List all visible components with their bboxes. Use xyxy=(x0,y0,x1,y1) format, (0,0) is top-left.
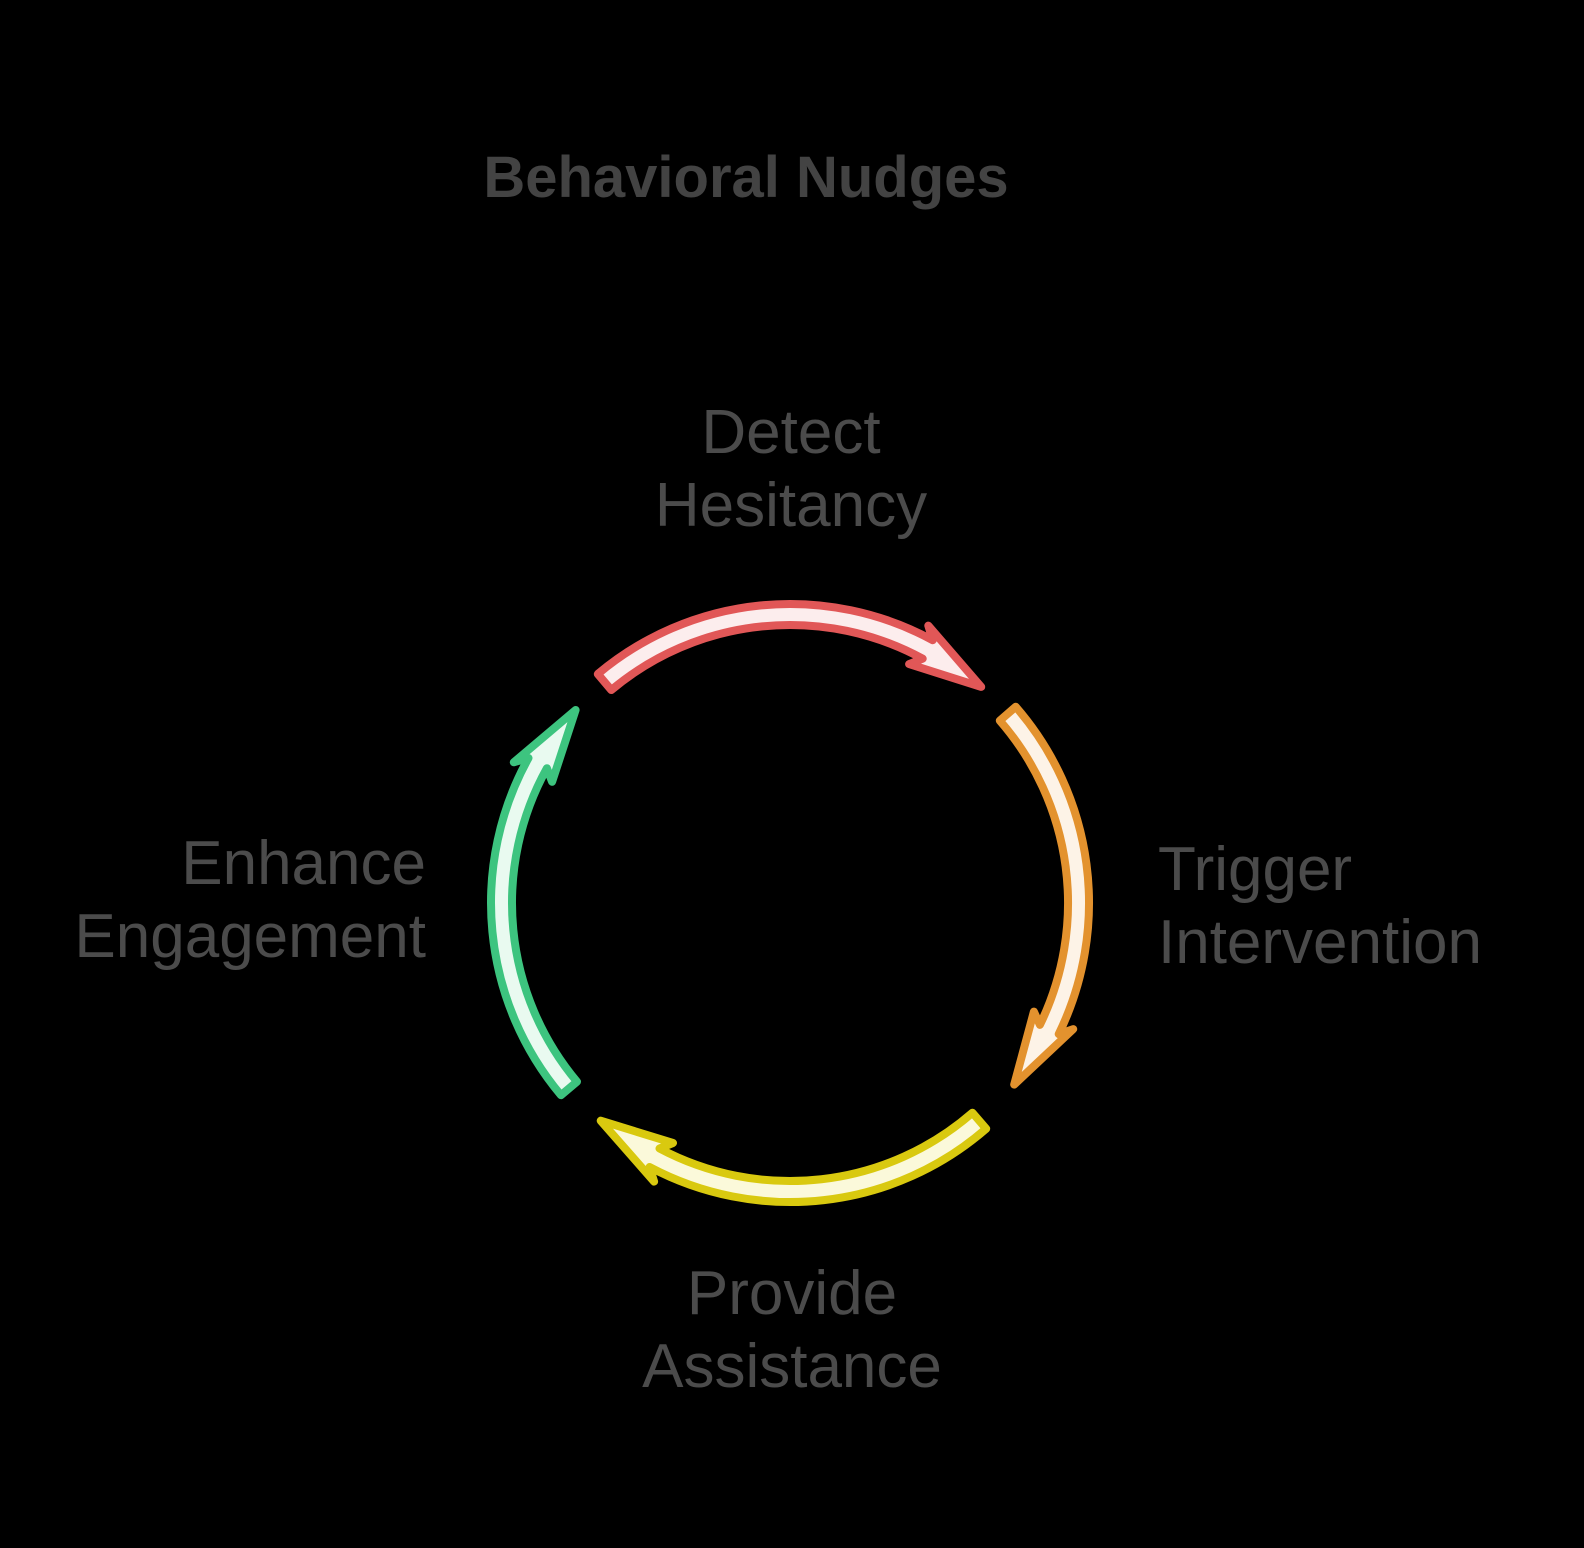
diagram-title: Behavioral Nudges xyxy=(483,145,1009,210)
arrow-provide-to-enhance xyxy=(596,1108,991,1207)
step-label-line: Trigger xyxy=(1158,835,1353,904)
step-label-line: Enhance xyxy=(181,829,426,898)
arrow-enhance-to-detect xyxy=(487,706,581,1100)
step-label-line: Hesitancy xyxy=(654,471,928,540)
arrow-trigger-to-provide xyxy=(995,702,1093,1089)
step-label-line: Engagement xyxy=(74,902,426,971)
step-label-line: Detect xyxy=(701,398,881,467)
arrow-detect-to-trigger xyxy=(593,600,986,694)
step-label-detect-hesitancy: Detect Hesitancy xyxy=(491,396,1091,542)
step-label-line: Assistance xyxy=(642,1332,942,1401)
step-label-trigger-intervention: Trigger Intervention xyxy=(1158,833,1578,979)
step-label-line: Intervention xyxy=(1158,908,1482,977)
step-label-provide-assistance: Provide Assistance xyxy=(492,1257,1092,1403)
step-label-line: Provide xyxy=(686,1259,898,1328)
step-label-enhance-engagement: Enhance Engagement xyxy=(0,827,426,973)
